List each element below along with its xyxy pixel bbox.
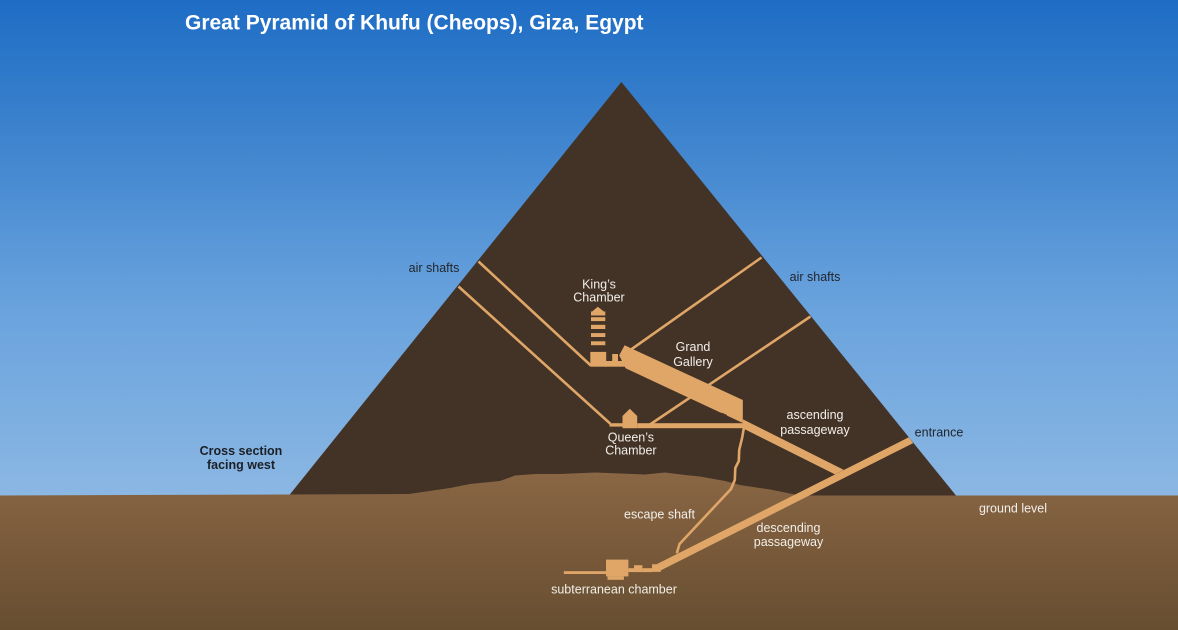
svg-text:passageway: passageway (780, 423, 850, 437)
svg-text:ascending: ascending (787, 408, 844, 422)
svg-text:Gallery: Gallery (673, 355, 713, 369)
svg-text:Queen’s: Queen’s (608, 431, 654, 445)
svg-text:air shafts: air shafts (409, 261, 460, 275)
svg-text:subterranean chamber: subterranean chamber (551, 583, 677, 597)
svg-text:air shafts: air shafts (790, 270, 841, 284)
svg-text:facing west: facing west (207, 458, 276, 472)
svg-text:escape shaft: escape shaft (624, 508, 695, 522)
svg-text:Chamber: Chamber (605, 444, 656, 458)
svg-text:passageway: passageway (754, 535, 824, 549)
svg-text:descending: descending (757, 521, 821, 535)
svg-text:entrance: entrance (915, 426, 964, 440)
svg-text:Cross section: Cross section (200, 444, 283, 458)
svg-text:Grand: Grand (676, 340, 711, 354)
svg-text:Chamber: Chamber (573, 291, 624, 305)
svg-text:King’s: King’s (582, 278, 616, 292)
svg-text:ground level: ground level (979, 502, 1047, 516)
svg-text:Great Pyramid of Khufu (Cheops: Great Pyramid of Khufu (Cheops), Giza, E… (185, 12, 644, 35)
